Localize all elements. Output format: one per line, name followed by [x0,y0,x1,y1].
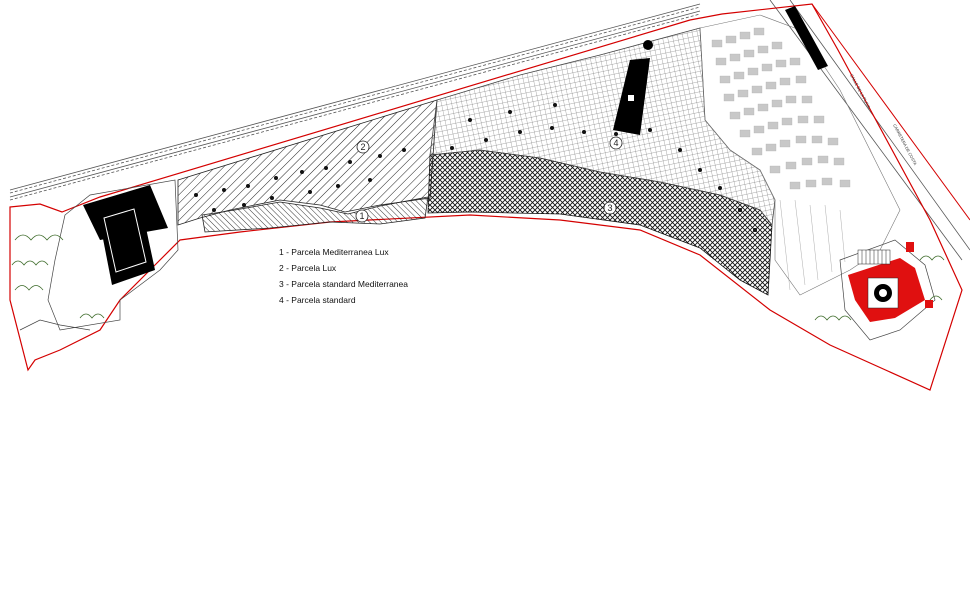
zone-marker-1-label: 1 [359,211,364,221]
zone-marker-2-label: 2 [360,142,365,152]
vegetation [11,234,945,321]
zone-marker-1: 1 [355,209,369,223]
zone-marker-2: 2 [356,140,370,154]
legend-item-2: 2 - Parcela Lux [279,263,337,273]
zone-marker-4-label: 4 [613,138,618,148]
entrance-area [19,179,179,331]
railway-lines [9,0,970,261]
ne-building [785,6,828,70]
central-building [613,40,653,135]
legend-item-3: 3 - Parcela standard Mediterranea [279,279,408,289]
zone-marker-4: 4 [609,136,623,150]
site-boundary [9,3,963,391]
zone-4-parcela-standard [429,27,776,226]
map-legend: 1 - Parcela Mediterranea Lux 2 - Parcela… [279,244,408,308]
right-parcel-field [699,14,901,296]
legend-item-1: 1 - Parcela Mediterranea Lux [279,247,389,257]
entrance-buildings [83,185,168,285]
zone-marker-3: 3 [603,201,617,215]
zone-1-parcela-mediterranea-lux [201,196,429,233]
legend-item-4: 4 - Parcela standard [279,295,356,305]
zone-marker-3-label: 3 [607,203,612,213]
trees [194,103,757,232]
reception-building [839,239,936,341]
street-label-1: CALLE DE LA PLAYA [849,73,872,110]
outer-boundary-right [811,3,970,221]
